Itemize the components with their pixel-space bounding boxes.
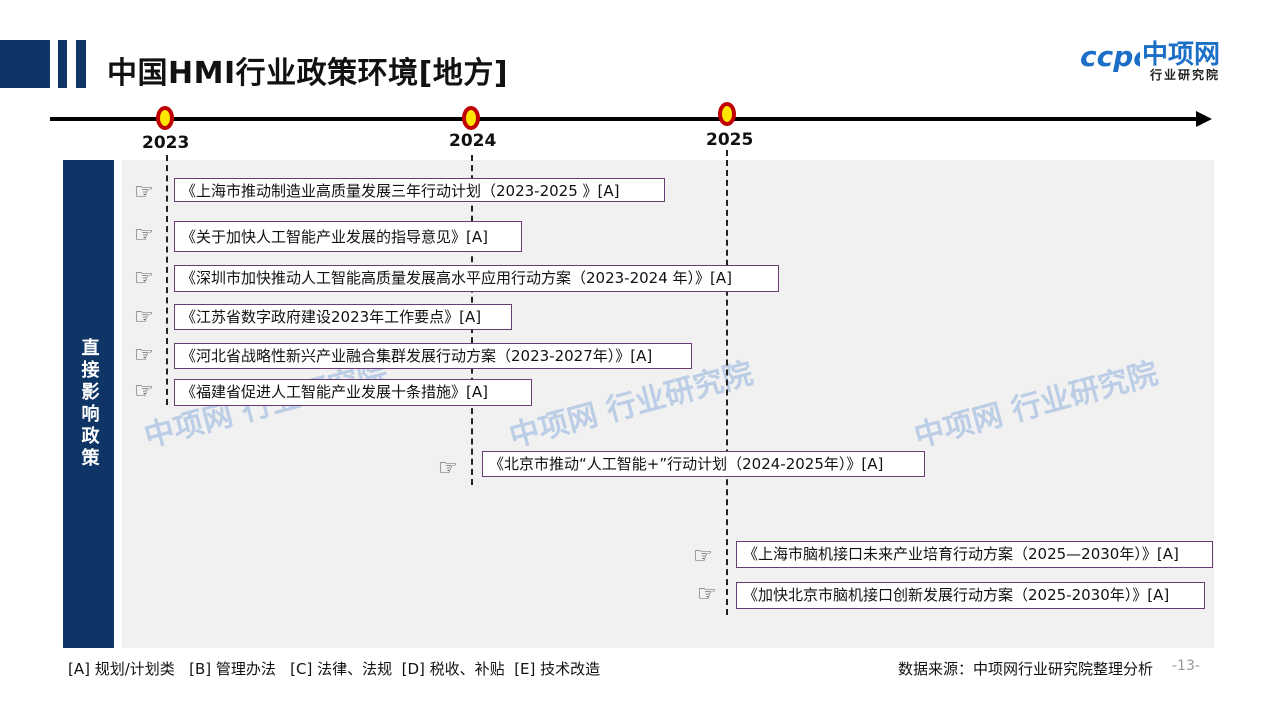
policy-item: 《深圳市加快推动人工智能高质量发展高水平应用行动方案（2023-2024 年）》… [174,265,779,292]
header-block [0,40,50,88]
side-label-text: 直接影响政策 [78,338,100,470]
policy-item: 《河北省战略性新兴产业融合集群发展行动方案（2023-2027年）》[A] [174,343,692,369]
dashed-line-2025 [726,150,728,615]
side-label: 直接影响政策 [63,160,114,648]
pointing-hand-icon: ☞ [134,343,154,368]
source-text: 数据来源：中项网行业研究院整理分析 [898,660,1154,678]
header-bar [76,40,86,88]
logo-name: 中项网 [1142,40,1221,70]
pointing-hand-icon: ☞ [693,544,713,569]
policy-item: 《北京市推动“人工智能+”行动计划（2024-2025年）》[A] [482,451,925,477]
timeline-arrow [1196,111,1212,127]
timeline-dot [156,106,174,130]
dashed-line-2023 [166,155,168,405]
pointing-hand-icon: ☞ [438,456,458,481]
pointing-hand-icon: ☞ [697,582,717,607]
policy-item: 《上海市脑机接口未来产业培育行动方案（2025—2030年）》[A] [736,541,1213,568]
logo-sub: 行业研究院 [1150,68,1221,82]
pointing-hand-icon: ☞ [134,379,154,404]
year-label: 2024 [449,131,497,151]
logo-icon: ccpc [1078,34,1150,76]
policy-item: 《福建省促进人工智能产业发展十条措施》[A] [174,379,532,406]
page-title: 中国HMI行业政策环境[地方] [107,56,509,91]
legend-text: [A] 规划/计划类 [B] 管理办法 [C] 法律、法规 [D] 税收、补贴 … [68,660,601,678]
policy-item: 《加快北京市脑机接口创新发展行动方案（2025-2030年）》[A] [736,582,1205,609]
pointing-hand-icon: ☞ [134,305,154,330]
pointing-hand-icon: ☞ [134,266,154,291]
year-label: 2023 [142,133,190,153]
policy-item: 《上海市推动制造业高质量发展三年行动计划（2023-2025 》[A] [174,178,665,202]
timeline-dot [462,106,480,130]
page-number: -13- [1172,658,1200,674]
timeline-axis [50,117,1202,121]
header-bar [58,40,67,88]
year-label: 2025 [706,130,754,150]
timeline-dot [718,102,736,126]
svg-text:ccpc: ccpc [1080,40,1140,73]
pointing-hand-icon: ☞ [134,223,154,248]
pointing-hand-icon: ☞ [134,180,154,205]
policy-item: 《江苏省数字政府建设2023年工作要点》[A] [174,304,512,330]
policy-item: 《关于加快人工智能产业发展的指导意见》[A] [174,221,522,252]
